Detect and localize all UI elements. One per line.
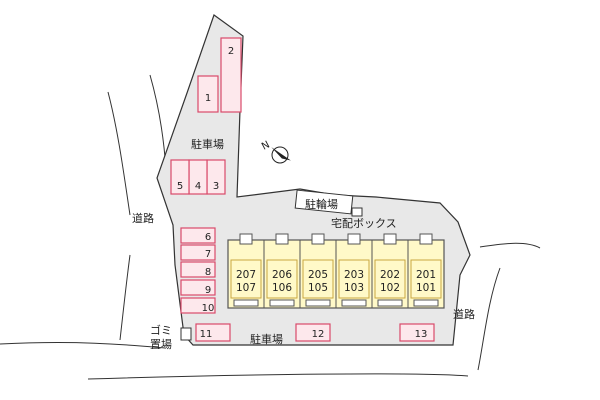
unit-number-lower: 106 — [272, 282, 292, 294]
parking-space-number: 9 — [205, 285, 211, 296]
road-label-left: 道路 — [132, 211, 154, 225]
road-edge-left-lower — [119, 254, 131, 341]
parking-space-5 — [170, 159, 190, 195]
parking-space-number: 6 — [205, 232, 211, 243]
unit-number-upper: 203 — [344, 269, 364, 281]
unit-number-upper: 202 — [380, 269, 400, 281]
road-edge-right-upper — [479, 242, 541, 249]
parking-space-number: 1 — [205, 93, 211, 104]
bicycle-parking — [294, 189, 354, 215]
unit-balcony — [233, 299, 259, 307]
unit-outline — [374, 259, 406, 299]
road-edge-left-upper — [107, 91, 131, 216]
unit-number-upper: 207 — [236, 269, 256, 281]
parking-space-6 — [180, 227, 216, 244]
road-edge-bottom-left — [0, 342, 166, 349]
unit-balcony — [413, 299, 439, 307]
parking-space-number: 10 — [202, 303, 215, 314]
parking-space-number: 2 — [228, 46, 234, 57]
unit-number-lower: 101 — [416, 282, 436, 294]
parking-space-number: 8 — [205, 267, 211, 278]
parking-space-10 — [180, 297, 216, 314]
north-letter: N — [260, 139, 272, 152]
garbage-label-line1: ゴミ — [150, 323, 172, 337]
parking-space-8 — [180, 261, 216, 278]
road-edge-bottom — [87, 373, 469, 380]
unit-outline — [266, 259, 298, 299]
unit-entrance — [419, 233, 433, 245]
unit-number-lower: 105 — [308, 282, 328, 294]
parking-space-number: 5 — [177, 181, 183, 192]
unit-entrance — [311, 233, 325, 245]
parking-label-bottom: 駐車場 — [250, 332, 283, 346]
road-lines — [0, 74, 541, 380]
parking-label-top: 駐車場 — [191, 137, 224, 151]
unit-entrance — [347, 233, 361, 245]
unit-entrance — [239, 233, 253, 245]
parking-space-number: 7 — [205, 249, 211, 260]
garbage-label-line2: 置場 — [150, 338, 172, 351]
unit-entrance — [275, 233, 289, 245]
unit-outline — [410, 259, 442, 299]
unit-balcony — [377, 299, 403, 307]
parking-space-9 — [180, 279, 216, 296]
parking-space-12 — [295, 323, 331, 342]
garbage-area — [180, 327, 192, 341]
delivery-box — [351, 207, 363, 217]
unit-outline — [302, 259, 334, 299]
parking-space-number: 13 — [415, 329, 428, 340]
parking-space-13 — [399, 323, 435, 342]
unit-number-lower: 102 — [380, 282, 400, 294]
unit-number-lower: 103 — [344, 282, 364, 294]
parking-space-number: 11 — [200, 329, 213, 340]
parking-space-number: 4 — [195, 181, 201, 192]
unit-balcony — [269, 299, 295, 307]
unit-entrance — [383, 233, 397, 245]
unit-number-lower: 107 — [236, 282, 256, 294]
delivery-box-label: 宅配ボックス — [331, 216, 397, 230]
road-label-right: 道路 — [453, 307, 475, 321]
parking-space-2 — [220, 37, 242, 113]
road-edge-right — [477, 267, 501, 371]
unit-balcony — [305, 299, 331, 307]
road-edge-left-upper-2 — [149, 74, 167, 171]
parking-space-11 — [195, 323, 231, 342]
bicycle-parking-label: 駐輪場 — [305, 197, 338, 211]
parking-space-1 — [197, 75, 219, 113]
unit-number-upper: 205 — [308, 269, 328, 281]
parking-space-number: 12 — [312, 329, 325, 340]
unit-balcony — [341, 299, 367, 307]
parking-space-number: 3 — [213, 181, 219, 192]
parking-space-7 — [180, 244, 216, 261]
unit-outline — [230, 259, 262, 299]
unit-number-upper: 206 — [272, 269, 292, 281]
unit-number-upper: 201 — [416, 269, 436, 281]
north-arrow-icon: N — [260, 139, 291, 164]
unit-outline — [338, 259, 370, 299]
